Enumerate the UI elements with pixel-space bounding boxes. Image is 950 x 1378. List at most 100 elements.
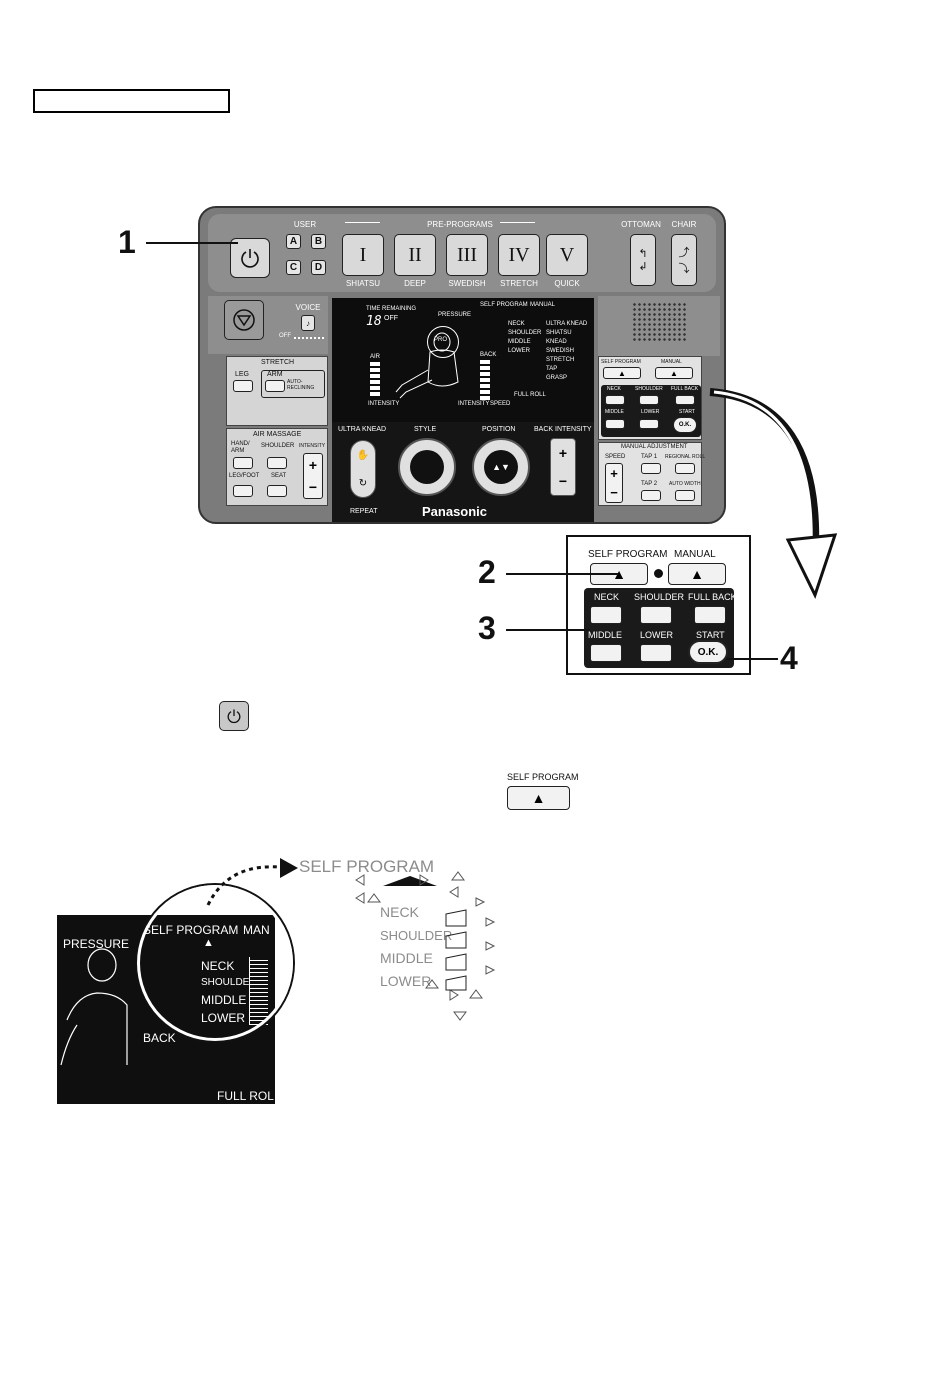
ma-auto-width-label: AUTO WIDTH: [669, 481, 701, 487]
zoom-middle-button[interactable]: [590, 644, 622, 662]
ottoman-button[interactable]: ↰↲: [630, 234, 656, 286]
chair-up-icon: ⤴: [678, 247, 690, 259]
dd-pressure-label: PRESSURE: [63, 937, 130, 951]
preprograms-bracket-left: [345, 222, 380, 223]
zoom-neck-label: NECK: [594, 592, 620, 602]
style-label: STYLE: [414, 426, 437, 433]
position-dial[interactable]: ▲▼: [472, 438, 530, 496]
ma-speed-button[interactable]: +−: [605, 463, 623, 503]
preprogram-5-label: QUICK: [554, 279, 580, 288]
leg-foot-button[interactable]: [233, 485, 253, 497]
stop-icon: [233, 309, 255, 331]
zoom-lower-button[interactable]: [640, 644, 672, 662]
zoom-self-program-button[interactable]: ▲: [590, 563, 648, 585]
ma-regional-roll-button[interactable]: [675, 463, 695, 474]
lcd-modes: ULTRA KNEAD SHIATSU KNEAD SWEDISH STRETC…: [546, 320, 587, 383]
stretch-leg-button[interactable]: [233, 380, 253, 392]
lcd-manual: MANUAL: [530, 302, 556, 308]
rp-neck-button[interactable]: [605, 395, 625, 405]
inline-self-program-button-icon: ▲: [507, 786, 570, 810]
callout-4: 4: [780, 640, 798, 676]
step-1-marker: [654, 569, 663, 578]
zoom-neck-button[interactable]: [590, 606, 622, 624]
style-dial[interactable]: [398, 438, 456, 496]
power-icon: [227, 709, 241, 724]
lcd-intensity: INTENSITY: [368, 401, 400, 407]
position-arrows-icon: ▲▼: [484, 450, 518, 484]
hand-arm-label: HAND/ ARM: [231, 441, 250, 454]
rp-start-label: START: [679, 409, 695, 415]
lcd-mode-grasp: GRASP: [546, 375, 568, 381]
preprogram-1-button[interactable]: I: [342, 234, 384, 276]
zoom-shoulder-label: SHOULDER: [634, 592, 685, 602]
plus-icon: +: [308, 457, 318, 473]
zoom-full-back-button[interactable]: [694, 606, 726, 624]
section-header-box: [33, 89, 230, 113]
blink-area-lower: LOWER: [380, 973, 432, 989]
user-button-d[interactable]: D: [311, 260, 326, 275]
user-button-b[interactable]: B: [311, 234, 326, 249]
voice-label: VOICE: [295, 303, 321, 312]
stretch-leg-label: LEG: [235, 371, 250, 378]
self-program-panel: SELF PROGRAM MANUAL ▲ ▲ NECK SHOULDER FU…: [598, 356, 702, 440]
zoom-manual-button[interactable]: ▲: [668, 563, 726, 585]
rp-manual-button[interactable]: ▲: [655, 367, 693, 379]
rp-ok-button[interactable]: O.K.: [673, 417, 697, 433]
zoom-shoulder-button[interactable]: [640, 606, 672, 624]
stretch-panel: STRETCH LEG ARM AUTO- RECLINING: [226, 356, 328, 426]
rp-lower-button[interactable]: [639, 419, 659, 429]
chair-button[interactable]: ⤴⤵: [671, 234, 697, 286]
voice-button[interactable]: ♪: [301, 315, 315, 331]
seat-label: SEAT: [271, 473, 287, 479]
user-button-a[interactable]: A: [286, 234, 301, 249]
ma-tap1-label: TAP 1: [641, 454, 658, 460]
callout-3: 3: [478, 610, 496, 646]
shoulder-button[interactable]: [267, 457, 287, 469]
lcd-area-shoulder: SHOULDER: [508, 330, 542, 336]
air-intensity-button[interactable]: +−: [303, 453, 323, 499]
rp-full-back-button[interactable]: [675, 395, 695, 405]
power-button[interactable]: [230, 238, 270, 278]
preprogram-3-button[interactable]: III: [446, 234, 488, 276]
zoom-ok-button[interactable]: O.K.: [688, 640, 728, 664]
ma-auto-width-button[interactable]: [675, 490, 695, 501]
lcd-full-roll: FULL ROLL: [514, 392, 546, 398]
ma-regional-roll-label: REGIONAL ROLL: [665, 454, 706, 460]
preprogram-1-label: SHIATSU: [345, 279, 381, 288]
rp-middle-button[interactable]: [605, 419, 625, 429]
callout-3-line: [506, 629, 590, 631]
ma-tap2-button[interactable]: [641, 490, 661, 501]
ultra-knead-button[interactable]: ✋↻: [350, 440, 376, 498]
callout-2: 2: [478, 554, 496, 590]
lcd-pro-badge: [427, 326, 459, 358]
seat-button[interactable]: [267, 485, 287, 497]
preprogram-4-label: STRETCH: [500, 279, 538, 288]
stop-button[interactable]: [224, 300, 264, 340]
lcd-time-remaining: TIME REMAINING: [366, 306, 417, 312]
preprogram-4-button[interactable]: IV: [498, 234, 540, 276]
preprogram-2-button[interactable]: II: [394, 234, 436, 276]
user-button-c[interactable]: C: [286, 260, 301, 275]
rp-lower-label: LOWER: [641, 409, 660, 415]
blink-area-neck: NECK: [380, 904, 419, 920]
rp-shoulder-button[interactable]: [639, 395, 659, 405]
voice-level-indicator: [294, 331, 324, 339]
lcd-display: TIME REMAINING 18 OFF PRESSURE SELF PROG…: [332, 298, 594, 422]
triangle-up-icon: ▲: [690, 566, 704, 582]
ma-tap1-button[interactable]: [641, 463, 661, 474]
rp-self-program-button[interactable]: ▲: [603, 367, 641, 379]
ultra-knead-label: ULTRA KNEAD: [338, 426, 387, 433]
preprogram-3-label: SWEDISH: [448, 279, 486, 288]
lcd-areas: NECK SHOULDER MIDDLE LOWER: [508, 320, 541, 356]
back-intensity-button[interactable]: +−: [550, 438, 576, 496]
hand-arm-button[interactable]: [233, 457, 253, 469]
user-label: USER: [293, 220, 317, 229]
preprogram-5-button[interactable]: V: [546, 234, 588, 276]
stretch-arm-button[interactable]: [265, 380, 285, 392]
lcd-self-program: SELF PROGRAM: [480, 302, 528, 308]
plus-icon: +: [558, 445, 568, 461]
ma-speed-label: SPEED: [605, 454, 626, 460]
rp-middle-label: MIDDLE: [605, 409, 624, 415]
lcd-mode-tap: TAP: [546, 366, 558, 372]
lcd-time-value: 18: [366, 314, 382, 329]
